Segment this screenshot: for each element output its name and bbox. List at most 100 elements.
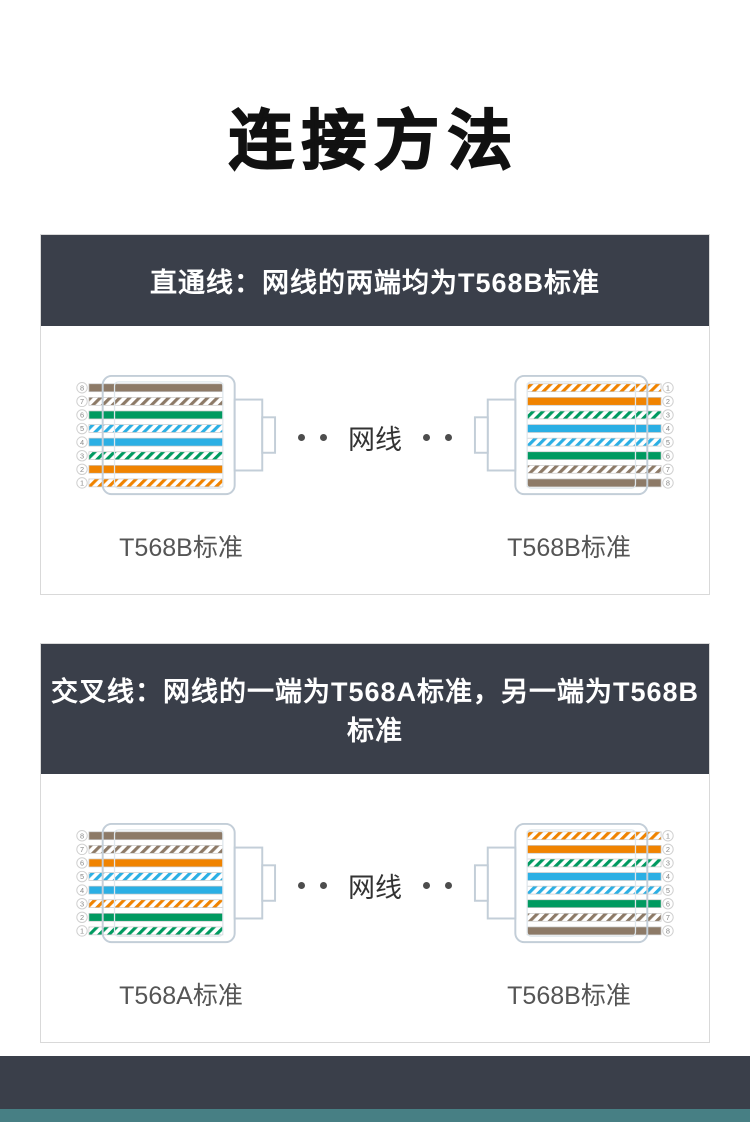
pin-number-badge xyxy=(76,395,88,408)
left-standard-label: T568A标准 xyxy=(119,982,243,1010)
cable-stub xyxy=(473,416,489,454)
pin-number-badge xyxy=(76,870,88,883)
cable-dot xyxy=(298,881,305,889)
pin-number-badge xyxy=(76,843,88,856)
wire-pin-1 xyxy=(526,831,662,841)
wire-pin-3 xyxy=(526,858,662,868)
cable-dot xyxy=(320,433,327,441)
pin-number-label: 4 xyxy=(666,424,670,433)
pin-number-badge xyxy=(76,925,88,937)
connector-inner-channel xyxy=(526,381,637,489)
pin-number-label: 3 xyxy=(666,859,670,868)
pin-number-label: 2 xyxy=(666,845,670,854)
wire-pin-6 xyxy=(526,899,662,908)
pin-number-badge xyxy=(662,463,674,476)
pin-number-label: 1 xyxy=(666,383,670,392)
connector-body-fill xyxy=(102,823,235,943)
pin-number-badge xyxy=(76,884,88,896)
wire-pin-8 xyxy=(88,383,224,393)
cable-dot xyxy=(445,881,452,889)
pin-number-badge xyxy=(76,436,88,448)
cable-label: 网线 xyxy=(348,872,402,903)
pin-number-badge xyxy=(662,911,674,924)
pin-number-badge xyxy=(76,409,88,421)
pin-number-label: 1 xyxy=(666,831,670,840)
pin-number-badge xyxy=(76,477,88,489)
pin-number-badge xyxy=(662,897,674,910)
pin-number-label: 6 xyxy=(666,451,670,460)
wire-pin-3 xyxy=(526,410,662,420)
pin-number-badge xyxy=(662,422,674,435)
connector-inner-channel xyxy=(113,381,224,489)
wire-pin-7 xyxy=(526,465,662,474)
pin-number-badge xyxy=(662,477,674,489)
connector-boot xyxy=(486,846,517,920)
pin-number-label: 4 xyxy=(666,872,670,881)
cable-dot xyxy=(320,881,327,889)
connector-boot xyxy=(233,846,264,920)
pin-number-label: 7 xyxy=(80,845,84,854)
pin-number-label: 2 xyxy=(80,465,84,474)
wire-pin-7 xyxy=(88,397,224,406)
connector-boot xyxy=(233,398,264,472)
wire-pin-4 xyxy=(526,424,662,433)
pin-number-badge xyxy=(662,395,674,408)
pin-number-label: 8 xyxy=(80,383,84,392)
cable-dot xyxy=(298,433,305,441)
pin-number-label: 5 xyxy=(80,872,84,881)
pin-number-badge xyxy=(76,897,88,910)
wire-pin-4 xyxy=(88,885,224,895)
wire-pin-5 xyxy=(526,437,662,447)
pin-number-badge xyxy=(662,436,674,448)
pin-number-badge xyxy=(662,843,674,856)
wire-pin-7 xyxy=(526,913,662,922)
pin-number-label: 8 xyxy=(666,479,670,488)
pin-number-badge xyxy=(662,870,674,883)
cable-stub xyxy=(473,864,489,902)
pin-number-label: 7 xyxy=(80,397,84,406)
cable-stub xyxy=(261,416,277,454)
wire-pin-8 xyxy=(526,478,662,488)
wire-pin-1 xyxy=(526,383,662,393)
cable-dot xyxy=(445,433,452,441)
connector-boot xyxy=(486,398,517,472)
cable-label: 网线 xyxy=(348,424,402,455)
pin-number-badge xyxy=(76,449,88,462)
pin-number-label: 5 xyxy=(666,886,670,895)
pin-number-badge xyxy=(662,382,674,394)
pin-number-label: 5 xyxy=(666,438,670,447)
pin-number-label: 6 xyxy=(666,899,670,908)
cable-dot xyxy=(423,433,430,441)
pin-number-label: 2 xyxy=(666,397,670,406)
pin-number-badge xyxy=(662,884,674,896)
left-standard-label: T568B标准 xyxy=(119,534,243,562)
connector-body-fill xyxy=(515,375,648,495)
pin-number-label: 3 xyxy=(666,411,670,420)
labels-row: T568A标准 T568B标准 xyxy=(75,976,675,1012)
wire-pin-6 xyxy=(88,410,224,420)
cable-middle: 网线 xyxy=(287,866,463,905)
pin-number-badge xyxy=(76,911,88,924)
pin-number-badge xyxy=(76,463,88,476)
wire-pin-6 xyxy=(88,858,224,868)
wire-pin-1 xyxy=(88,478,224,488)
cable-middle: 网线 xyxy=(287,418,463,457)
wire-pin-2 xyxy=(526,845,662,854)
right-standard-label: T568B标准 xyxy=(507,534,631,562)
panel-straight-header: 直通线：网线的两端均为T568B标准 xyxy=(41,235,709,326)
pin-number-badge xyxy=(76,830,88,842)
pin-number-label: 3 xyxy=(80,451,84,460)
pin-number-label: 4 xyxy=(80,886,84,895)
pin-number-badge xyxy=(76,382,88,394)
connector-body-fill xyxy=(102,375,235,495)
wire-pin-4 xyxy=(88,437,224,447)
pin-number-label: 8 xyxy=(666,927,670,936)
wire-pin-8 xyxy=(526,926,662,936)
